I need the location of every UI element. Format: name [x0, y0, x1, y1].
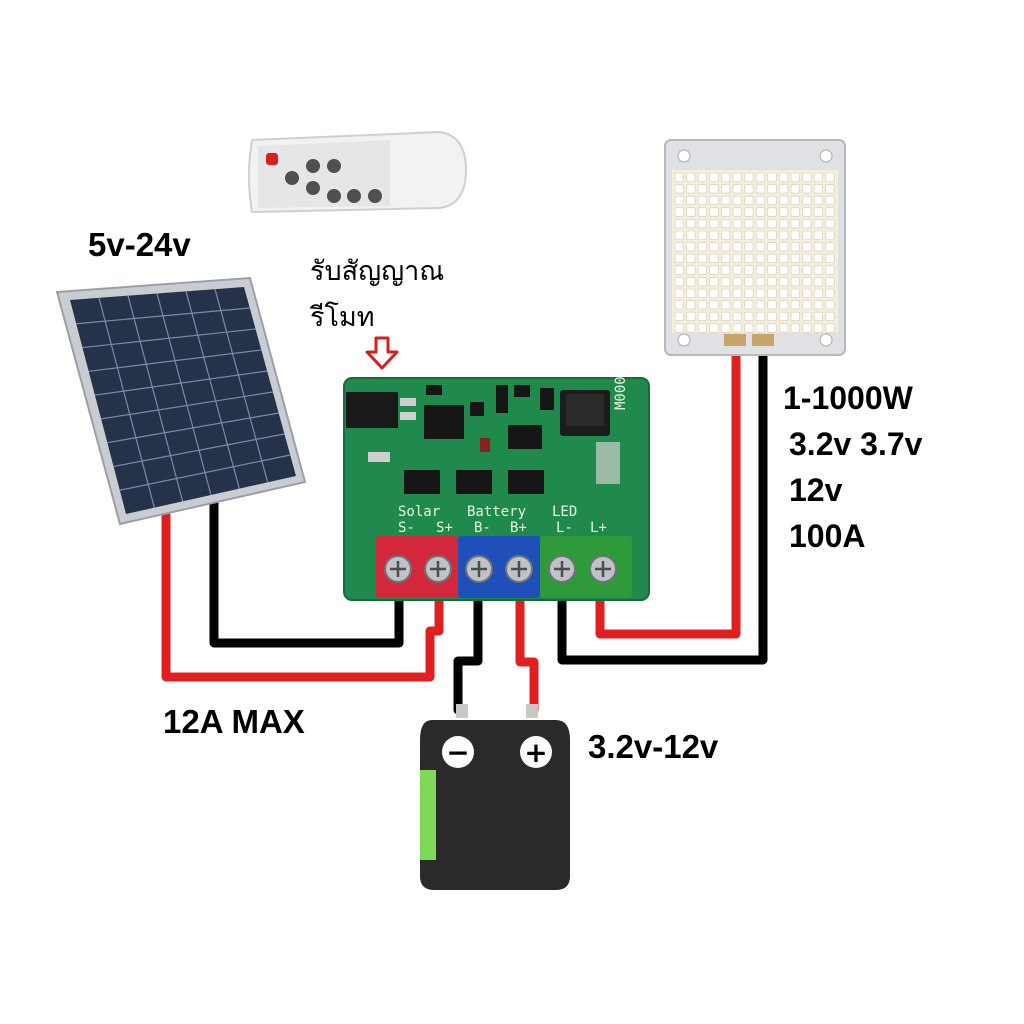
wires: [161, 340, 768, 715]
wire-solar-negative: [209, 495, 404, 648]
wire-led-positive: [595, 340, 741, 639]
battery-positive-icon: [520, 736, 552, 768]
board-label-battery: Battery: [467, 504, 526, 520]
led-spec-12v: 12v: [789, 472, 843, 508]
board-label-led: LED: [552, 504, 577, 520]
remote-control: [248, 130, 468, 214]
remote-receiver-label-line2: รีโมท: [310, 302, 375, 333]
terminal-screws: [384, 555, 617, 583]
ir-receiver: [346, 392, 398, 428]
board-label-l-plus: L+: [590, 520, 607, 536]
battery-positive-symbol: +: [524, 736, 547, 769]
board-label-solar: Solar: [398, 504, 440, 520]
wire-solar-positive: [161, 510, 444, 682]
board-code: M000: [613, 376, 629, 410]
wire-battery-negative: [453, 595, 483, 715]
led-panel: [664, 139, 846, 356]
battery-pack: − +: [420, 704, 570, 890]
led-spec-current: 100A: [789, 518, 866, 554]
solar-current-label: 12A MAX: [163, 703, 305, 740]
solar-cell-grid: [76, 289, 291, 508]
solar-panel: [55, 276, 307, 526]
led-chip-array: [674, 172, 835, 333]
solar-voltage-label: 5v-24v: [88, 226, 191, 263]
led-specs: 1-1000W 3.2v 3.7v 12v 100A: [783, 380, 922, 564]
wire-battery-positive: [515, 595, 539, 715]
ir-arrow-icon: [365, 336, 399, 370]
remote-receiver-label-line1: รับสัญญาณ: [310, 256, 445, 287]
controller-board: M000 Solar Battery LED S- S+ B- B+ L- L+: [343, 376, 650, 601]
board-label-s-minus: S-: [398, 520, 415, 536]
remote-power-button: [266, 153, 278, 165]
board-label-b-minus: B-: [474, 520, 491, 536]
battery-negative-symbol: −: [446, 736, 469, 769]
board-label-l-minus: L-: [556, 520, 573, 536]
board-label-b-plus: B+: [510, 520, 527, 536]
led-spec-voltage: 3.2v 3.7v: [789, 426, 923, 462]
wire-led-negative: [557, 340, 768, 665]
battery-band: [420, 770, 436, 860]
battery-voltage-label: 3.2v-12v: [588, 728, 719, 765]
led-spec-power: 1-1000W: [783, 380, 913, 416]
battery-negative-icon: [442, 736, 474, 768]
board-label-s-plus: S+: [436, 520, 453, 536]
